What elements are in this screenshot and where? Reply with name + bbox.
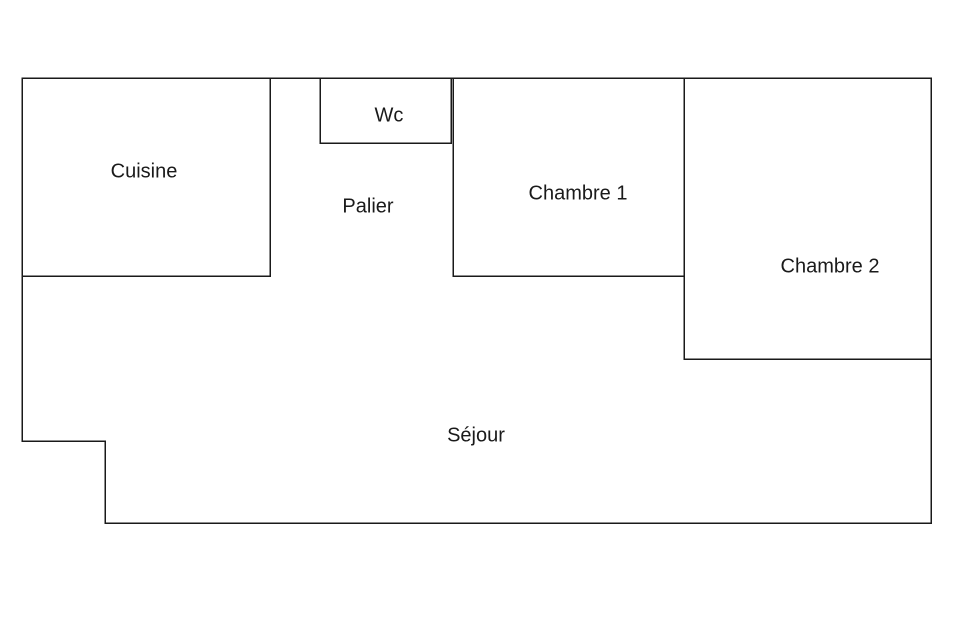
room-label-chambre1: Chambre 1 [529,182,628,204]
cuisine-walls [22,78,271,277]
outer-wall [21,77,932,524]
room-label-sejour: Séjour [447,424,505,446]
room-label-palier: Palier [342,195,393,217]
wc-walls [319,78,452,144]
room-label-cuisine: Cuisine [111,160,178,182]
room-label-wc: Wc [375,104,404,126]
room-label-chambre2: Chambre 2 [781,255,880,277]
chambre2-walls [683,78,931,360]
chambre1-walls [452,78,684,277]
